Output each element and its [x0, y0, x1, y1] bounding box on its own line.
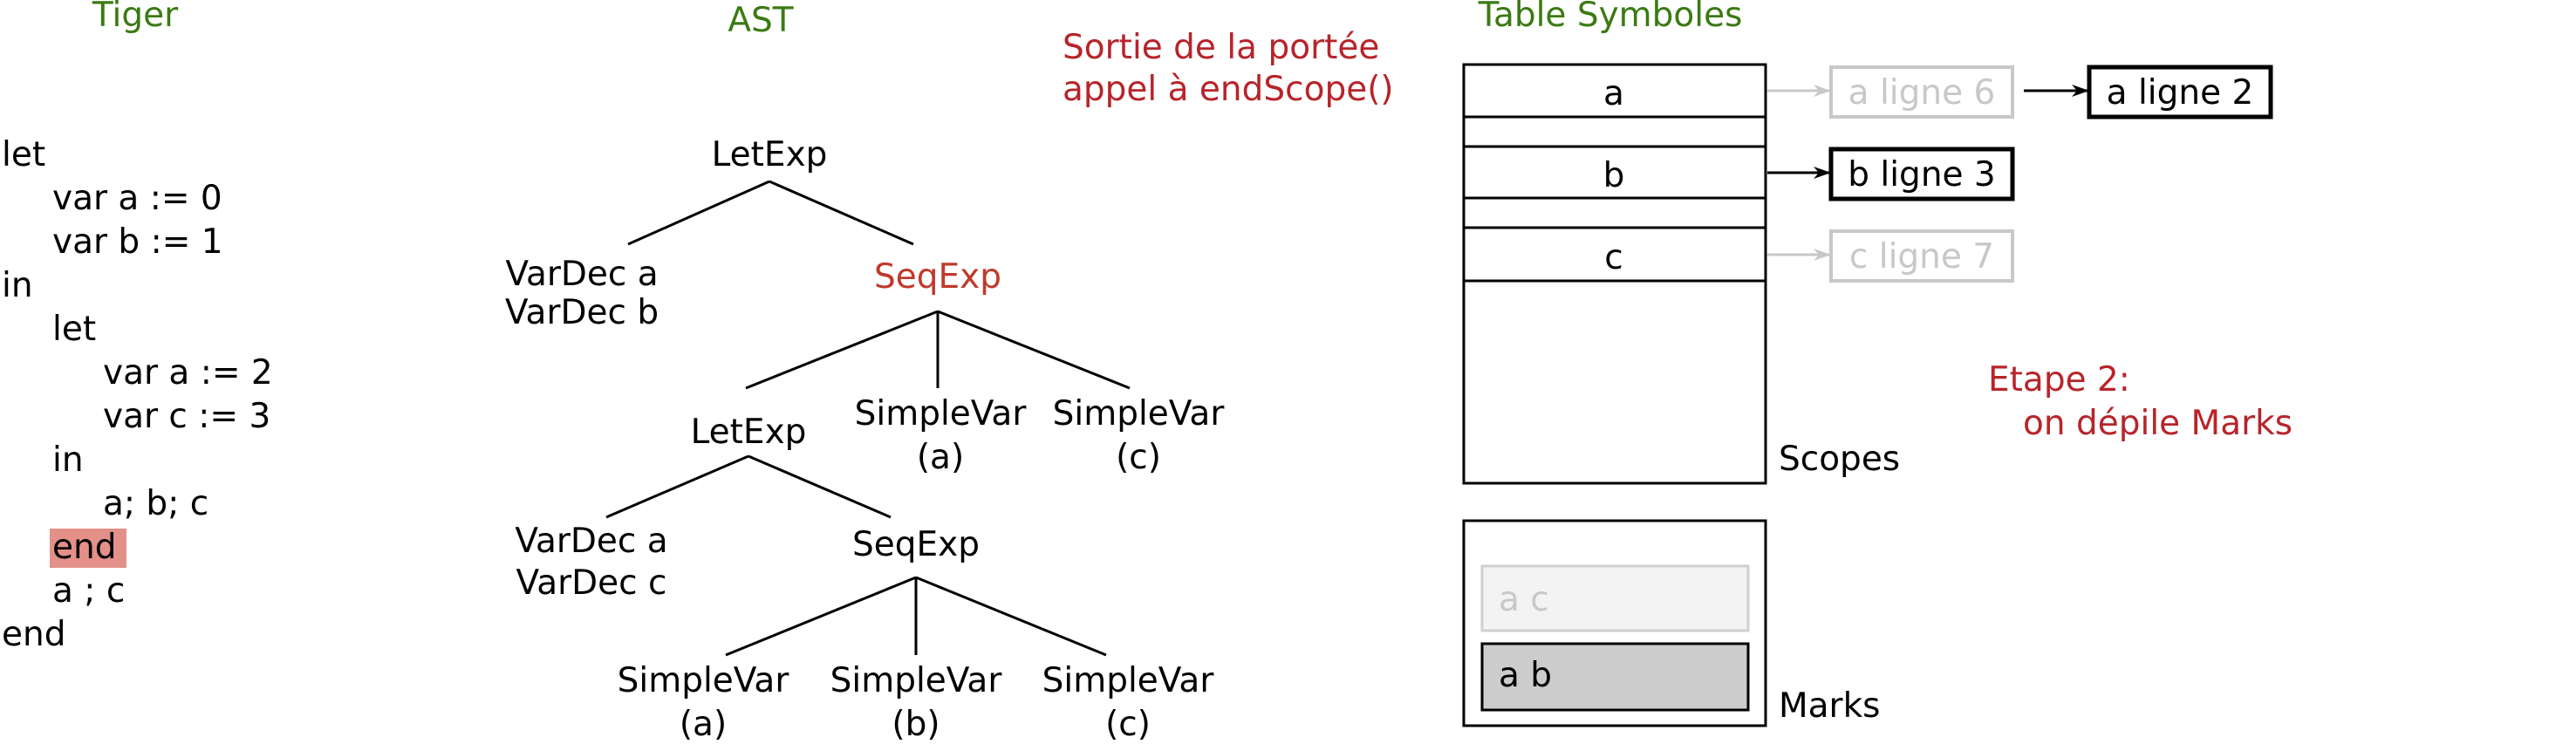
binding-label: c ligne 7	[1849, 237, 1994, 276]
scopes-label: Scopes	[1779, 440, 1900, 479]
ast-node-simplevar-arg: (b)	[892, 705, 940, 744]
ast-node-simplevar: SimpleVar	[1042, 661, 1215, 700]
symbol-key: b	[1603, 156, 1625, 195]
binding-label: b ligne 3	[1848, 155, 1996, 195]
code-line: in	[52, 440, 84, 480]
mark-entry-label: a b	[1499, 656, 1552, 695]
symbol-table-title: Table Symboles	[1478, 0, 1743, 35]
ast-node-vardec: VarDec a	[515, 522, 667, 561]
binding-label: a ligne 6	[1848, 73, 1996, 113]
ast-node-simplevar-arg: (a)	[680, 705, 727, 744]
ast-edge	[769, 180, 914, 246]
end-highlight	[50, 529, 126, 568]
scope-exit-annotation: Sortie de la portée appel à endScope()	[1063, 28, 1394, 109]
marks-label: Marks	[1779, 686, 1881, 726]
annotation-line: appel à endScope()	[1063, 70, 1394, 109]
annotation-line: Sortie de la portée	[1063, 28, 1379, 67]
ast-node-letexp-inner: LetExp	[691, 413, 807, 452]
ast-edges	[605, 180, 1131, 657]
symbol-key: a	[1603, 74, 1624, 113]
step-line: on dépile Marks	[2023, 404, 2292, 443]
symbol-key: c	[1604, 238, 1623, 277]
ast-node-simplevar: SimpleVar	[618, 661, 790, 700]
code-line: var a := 2	[103, 353, 273, 392]
code-line: var a := 0	[52, 179, 222, 218]
code-line: var c := 3	[103, 397, 270, 436]
ast-edge	[627, 180, 770, 246]
ast-title: AST	[728, 1, 793, 40]
scopes-table	[1462, 63, 1767, 485]
ast-node-simplevar: SimpleVar	[855, 394, 1028, 433]
ast-edge	[748, 454, 892, 519]
binding-box-active	[2087, 65, 2273, 119]
step-annotation: Etape 2: on dépile Marks	[1988, 360, 2292, 443]
ast-node-simplevar-arg: (a)	[917, 438, 964, 477]
tiger-title: Tiger	[92, 0, 179, 35]
ast-node-simplevar: SimpleVar	[830, 661, 1003, 700]
ast-node-vardec: VarDec b	[505, 293, 659, 332]
step-line: Etape 2:	[1988, 360, 2130, 399]
ast-edge	[745, 310, 939, 390]
ast-node-letexp-root: LetExp	[712, 135, 828, 174]
ast-node-vardec: VarDec c	[516, 563, 667, 603]
ast-node-simplevar-arg: (c)	[1105, 705, 1151, 744]
ast-node-simplevar-arg: (c)	[1116, 438, 1161, 477]
code-line: let	[2, 135, 45, 174]
ast-edge	[915, 576, 1107, 657]
ast-node-seqexp-current: SeqExp	[874, 257, 1001, 297]
ast-edge	[605, 454, 749, 519]
code-line: in	[2, 266, 33, 305]
ast-edge	[937, 310, 1131, 390]
code-line: a; b; c	[103, 484, 208, 523]
mark-entry-popped	[1480, 564, 1750, 632]
code-line-highlighted: end	[52, 528, 116, 567]
ast-node-vardec: VarDec a	[505, 255, 658, 294]
mark-entry	[1480, 642, 1750, 712]
ast-node-seqexp: SeqExp	[852, 525, 980, 564]
binding-box-inactive	[1829, 65, 2014, 119]
code-line: a ; c	[52, 571, 125, 611]
binding-box-inactive	[1829, 229, 2014, 283]
binding-label: a ligne 2	[2107, 73, 2254, 113]
ast-panel: AST LetExp VarDec a VarDec b SeqExp LetE…	[505, 1, 1225, 744]
code-line: end	[2, 615, 65, 654]
binding-box-active	[1828, 147, 2015, 201]
mark-entry-label: a c	[1499, 580, 1549, 619]
symbol-table-panel: Table Symboles a b c a ligne 6 a ligne 2…	[1462, 0, 2273, 727]
code-line: let	[52, 310, 96, 349]
ast-node-simplevar: SimpleVar	[1053, 394, 1226, 433]
ast-edge	[725, 576, 917, 657]
code-line: var b := 1	[52, 222, 223, 262]
